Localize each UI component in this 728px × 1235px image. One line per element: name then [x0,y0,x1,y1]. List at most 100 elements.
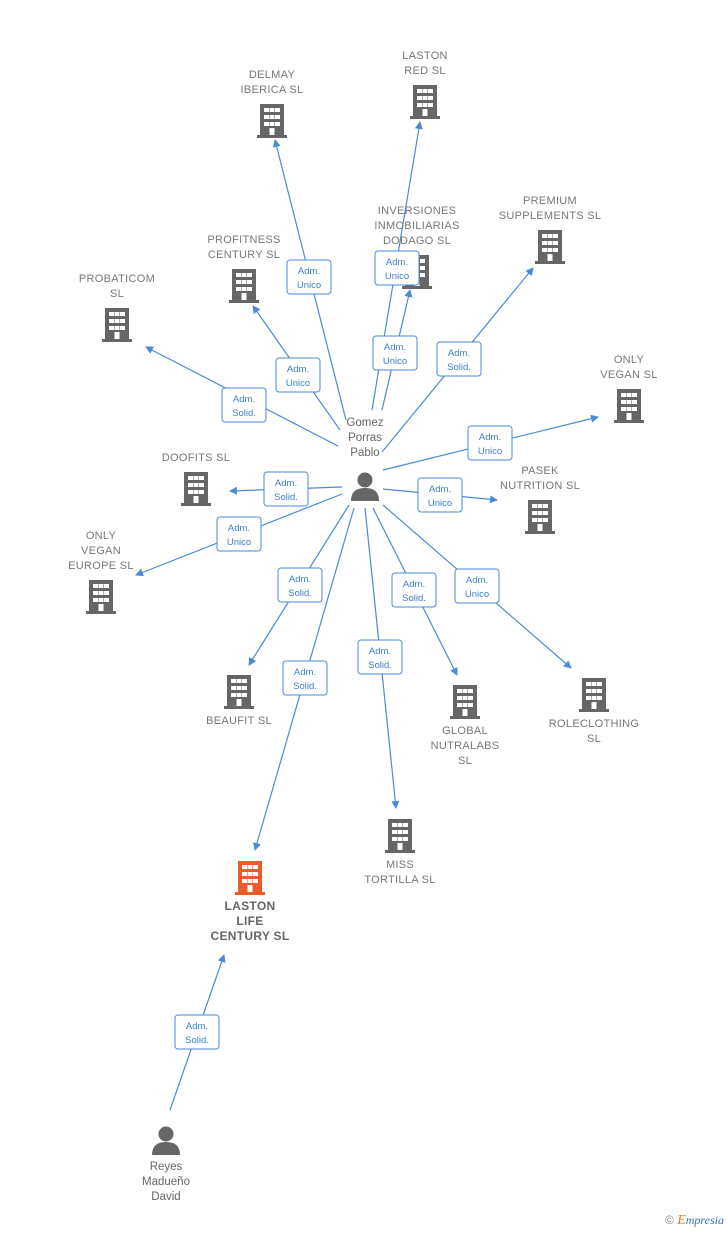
role-badge-text: Adm. [403,579,425,590]
company-label: NUTRALABS [431,740,500,752]
role-badge-text: Solid. [274,492,298,503]
role-badge[interactable]: Adm. Solid. [282,660,328,696]
role-badge-text: Adm. [448,348,470,359]
role-badge[interactable]: Adm. Solid. [357,639,403,675]
role-badge[interactable]: Adm. Unico [417,477,463,513]
company-label: LASTON [225,899,276,913]
footer-brand: © Empresia [665,1213,724,1229]
role-badge-text: Unico [227,537,251,548]
building-icon [614,389,644,423]
role-badge[interactable]: Adm.Solid. [277,567,323,603]
company-label: RED SL [404,65,446,77]
company-node-laston-red[interactable]: LASTON RED SL [402,50,448,119]
role-badge-text: Unico [286,378,310,389]
person-icon [152,1126,180,1155]
company-node-miss-tortilla[interactable]: MISS TORTILLA SL [364,819,435,886]
role-badge[interactable]: Adm. Solid. [391,572,437,608]
company-label: BEAUFIT SL [206,715,272,727]
role-badge[interactable]: Adm.Unico [454,568,500,604]
company-label: MISS [386,859,414,871]
role-badge-text: Adm. [287,364,309,375]
company-label: CENTURY SL [208,249,280,261]
brand-initial: E [677,1213,686,1228]
building-icon [224,675,254,709]
role-badge-text: Adm. [386,257,408,268]
company-label: SL [458,755,472,767]
building-icon [410,85,440,119]
company-label: DODAGO SL [383,235,451,247]
person-label: Madueño [142,1176,190,1188]
building-icon [181,472,211,506]
company-label: CENTURY SL [210,929,289,943]
building-icon [535,230,565,264]
role-badge-text: Adm. [384,342,406,353]
company-label: LASTON [402,50,448,62]
role-badge[interactable]: Adm. Unico [216,516,262,552]
role-badge-text: Solid. [447,362,471,373]
role-badge[interactable]: Adm. Solid. [263,471,309,507]
role-badge[interactable]: Adm. Unico [275,357,321,393]
company-node-global[interactable]: GLOBAL NUTRALABS SL [431,685,500,767]
company-node-inversiones[interactable]: INVERSIONES INMOBILIARIAS DODAGO SL [374,205,459,289]
role-badge-text: Adm. [186,1021,208,1032]
building-icon [102,308,132,342]
role-badge[interactable]: Adm.Unico [374,250,420,286]
role-badge-text: Adm. [275,478,297,489]
company-node-only-vegan-europe[interactable]: ONLY VEGAN EUROPE SL [68,530,134,614]
company-label: SL [110,288,124,300]
role-badge-text: Unico [428,498,452,509]
company-label: INVERSIONES [378,205,457,217]
person-label: Gomez [346,417,383,429]
role-badge-text: Solid. [293,681,317,692]
company-node-doofits[interactable]: DOOFITS SL [162,452,230,506]
person-label: David [151,1191,180,1203]
company-label: SL [587,733,601,745]
building-icon [450,685,480,719]
company-node-roleclothing[interactable]: ROLECLOTHING SL [549,678,639,745]
building-icon [525,500,555,534]
role-badge-text: Adm. [289,574,311,585]
role-badge[interactable]: Adm.Solid. [221,387,267,423]
company-label: EUROPE SL [68,560,134,572]
company-label: ONLY [86,530,117,542]
building-icon [235,861,265,895]
building-icon [579,678,609,712]
building-icon [385,819,415,853]
role-badge[interactable]: Adm. Solid. [436,341,482,377]
role-badge[interactable]: Adm.Solid. [174,1014,220,1050]
role-badge-text: Solid. [402,593,426,604]
company-label: VEGAN SL [600,369,657,381]
role-badge-text: Adm. [429,484,451,495]
company-label: ROLECLOTHING [549,718,639,730]
person-label: Pablo [350,447,379,459]
company-label: GLOBAL [442,725,488,737]
company-label: DOOFITS SL [162,452,230,464]
role-badge-text: Unico [465,589,489,600]
person-label: Porras [348,432,382,444]
company-label: TORTILLA SL [364,874,435,886]
company-label: VEGAN [81,545,121,557]
role-badge-text: Adm. [369,646,391,657]
company-node-beaufit[interactable]: BEAUFIT SL [206,675,272,727]
role-badge[interactable]: Adm.Unico [372,335,418,371]
role-badge-text: Solid. [368,660,392,671]
role-badge[interactable]: Adm.Unico [467,425,513,461]
role-badge[interactable]: Adm.Unico [286,259,332,295]
role-badge-text: Adm. [228,523,250,534]
building-icon [229,269,259,303]
company-label: INMOBILIARIAS [374,220,459,232]
building-icon [257,104,287,138]
company-label: SUPPLEMENTS SL [499,210,602,222]
company-label: LIFE [236,914,263,928]
role-badge-text: Adm. [294,667,316,678]
